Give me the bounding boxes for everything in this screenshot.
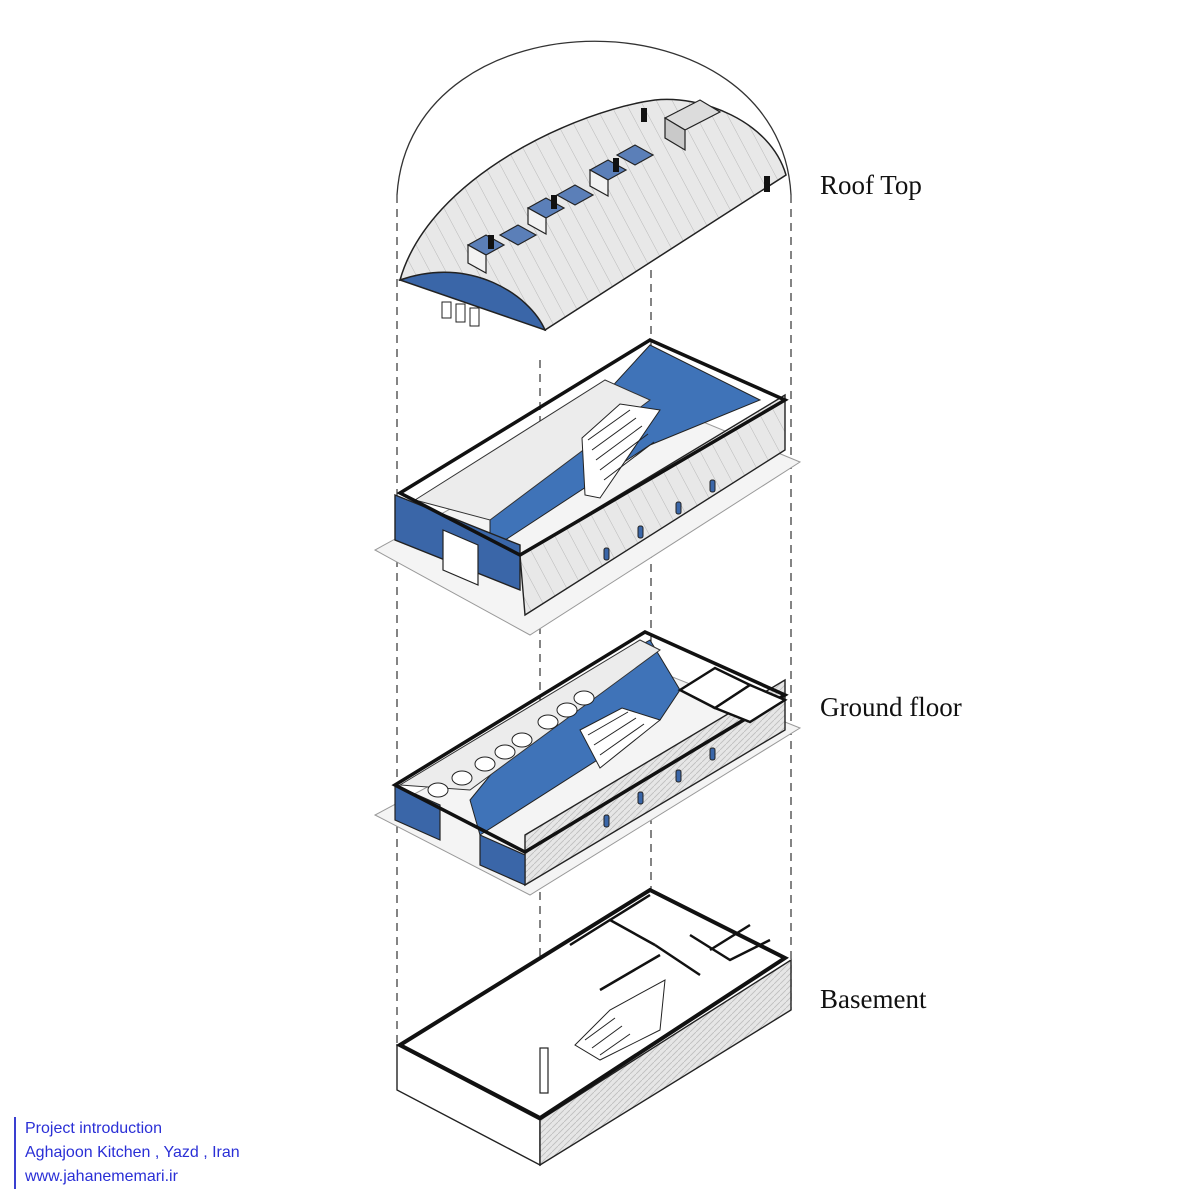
ground-floor-label: Ground floor: [820, 692, 962, 722]
basement-column: [539, 1047, 549, 1094]
ground-end-wall-blue-2: [479, 834, 526, 886]
upper-top-outline: [396, 338, 789, 557]
ground-stair: [579, 707, 662, 769]
ground-top-outline: [391, 630, 789, 855]
roof-top-label: Roof Top: [820, 170, 922, 200]
ground-end-wall-blue: [394, 784, 441, 841]
skylights: [466, 99, 722, 275]
basement-stair: [574, 979, 666, 1061]
ground-wall-windows: [603, 747, 716, 828]
roof-top-level: [397, 98, 787, 332]
credit-line-introduction: Project introduction: [25, 1120, 162, 1137]
project-credits: Project introduction Aghajoon Kitchen , …: [14, 1117, 240, 1189]
ground-rooms: [677, 666, 788, 724]
basement-rooms: [569, 893, 771, 992]
credit-line-project: Aghajoon Kitchen , Yazd , Iran: [25, 1144, 240, 1161]
roof-gable-blue: [397, 271, 547, 332]
gable-windows: [441, 301, 480, 327]
roof-vents: [488, 108, 770, 249]
upper-long-wall: [519, 393, 786, 617]
ground-floor-level: [373, 630, 802, 896]
upper-wall-windows: [603, 479, 716, 561]
upper-floor-level: [373, 338, 802, 636]
upper-stair: [581, 403, 661, 499]
upper-inner-white: [413, 379, 651, 521]
basement-floor: [395, 887, 790, 1121]
basement-right-face: [539, 958, 792, 1167]
credit-line-website: www.jahanememari.ir: [25, 1168, 178, 1185]
basement-level: [395, 887, 792, 1167]
cooking-pots: [427, 690, 595, 798]
outer-arch: [396, 40, 792, 196]
upper-door: [442, 529, 479, 586]
basement-label: Basement: [820, 984, 927, 1014]
